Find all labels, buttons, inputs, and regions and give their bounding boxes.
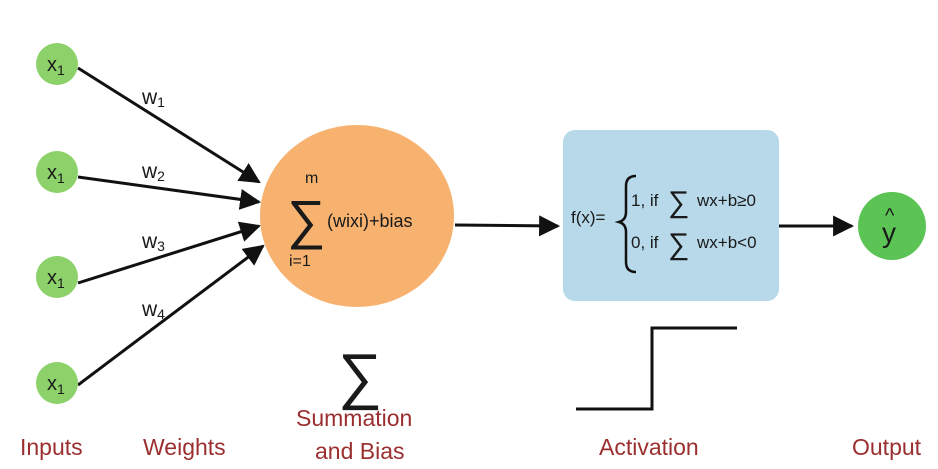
- summation-sigma-icon: ∑: [287, 190, 326, 250]
- input-node-2: x1: [36, 151, 78, 193]
- svg-text:∑: ∑: [668, 186, 689, 219]
- input-node-3: x1: [36, 256, 78, 298]
- svg-text:x1: x1: [47, 267, 65, 291]
- svg-text:f(x)=: f(x)=: [571, 208, 606, 227]
- input-node-1: x1: [36, 43, 78, 85]
- svg-text:x1: x1: [47, 162, 65, 186]
- input-2-edge: [77, 175, 262, 210]
- svg-text:wx+b≥0: wx+b≥0: [696, 191, 756, 210]
- activation-box: f(x)= 1, if ∑ wx+b≥0 0, if ∑ wx+b<0: [563, 130, 779, 301]
- svg-text:m: m: [305, 170, 318, 187]
- svg-text:∑: ∑: [668, 228, 689, 261]
- weight-label-2: w2: [141, 160, 165, 184]
- summation-node: m ∑ i=1 (wixi)+bias: [260, 125, 454, 307]
- svg-text:0, if: 0, if: [631, 233, 659, 252]
- input-4-edge: [77, 244, 265, 387]
- sigma-icon: ∑: [338, 342, 382, 411]
- summation-to-activation-edge: [454, 215, 561, 237]
- svg-text:(wixi)+bias: (wixi)+bias: [327, 211, 413, 231]
- svg-text:1, if: 1, if: [631, 191, 659, 210]
- inputs-label: Inputs: [20, 434, 83, 460]
- summation-label-line2: and Bias: [315, 438, 405, 464]
- output-node: ^ y: [858, 192, 926, 260]
- output-label: Output: [852, 434, 922, 460]
- input-node-4: x1: [36, 362, 78, 404]
- svg-text:x1: x1: [47, 54, 65, 78]
- summation-label-line1: Summation: [296, 405, 412, 431]
- svg-text:y: y: [882, 217, 896, 248]
- weights-label: Weights: [143, 434, 226, 460]
- weight-label-3: w3: [141, 230, 165, 254]
- svg-text:x1: x1: [47, 373, 65, 397]
- svg-text:^: ^: [885, 205, 895, 227]
- step-function-graph: [576, 326, 737, 411]
- weight-label-1: w1: [141, 86, 165, 110]
- weight-label-4: w4: [141, 298, 165, 322]
- svg-text:i=1: i=1: [289, 253, 311, 270]
- input-3-edge: [77, 221, 262, 285]
- input-1-edge: [77, 66, 261, 184]
- svg-text:wx+b<0: wx+b<0: [696, 233, 757, 252]
- activation-label: Activation: [599, 434, 699, 460]
